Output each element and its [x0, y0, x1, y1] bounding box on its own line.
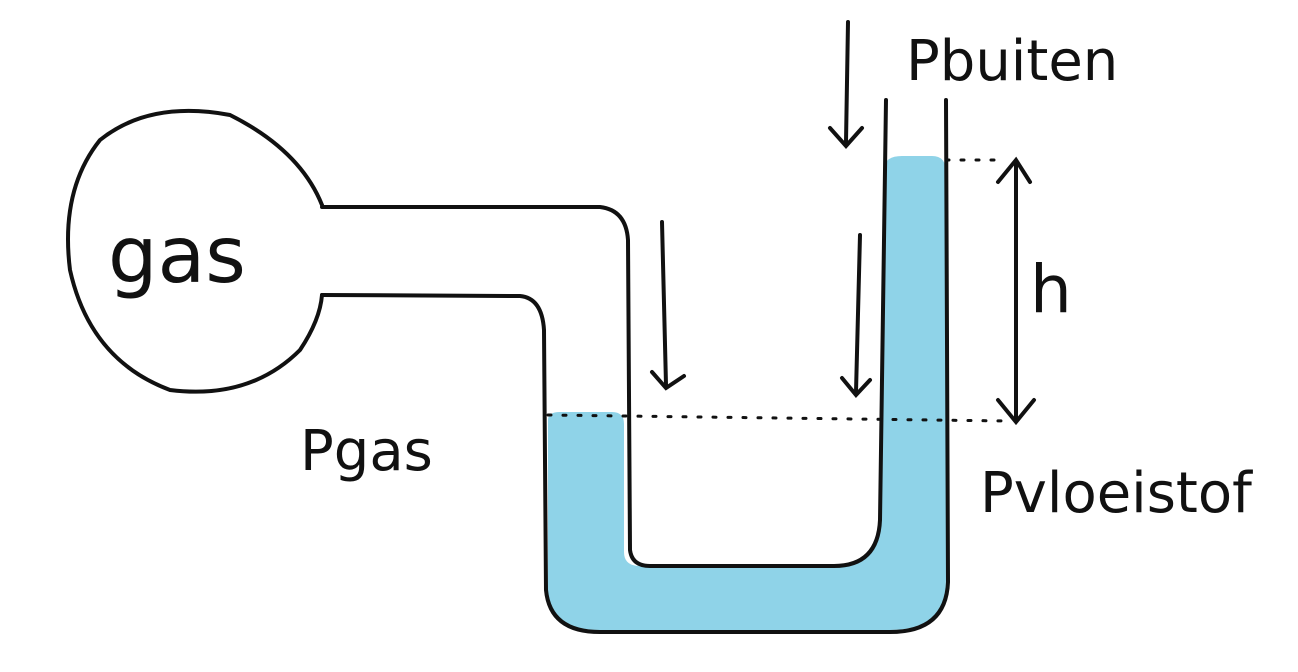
label-p-gas: Pgas	[300, 419, 433, 484]
arrow-top-icon	[828, 20, 864, 150]
label-p-vloeistof: Pvloeistof	[980, 461, 1253, 526]
liquid-column	[548, 156, 946, 630]
level-line-bottom	[546, 413, 1010, 423]
gas-bulb-outline	[66, 108, 324, 394]
height-arrow-icon	[996, 156, 1036, 426]
label-gas: gas	[108, 211, 246, 301]
label-h: h	[1030, 251, 1072, 328]
tube-inner-wall	[320, 98, 951, 634]
arrow-right-icon	[840, 233, 872, 399]
arrow-left-icon	[650, 220, 686, 391]
label-p-buiten: Pbuiten	[906, 29, 1118, 94]
tube-outer-wall	[320, 98, 888, 568]
